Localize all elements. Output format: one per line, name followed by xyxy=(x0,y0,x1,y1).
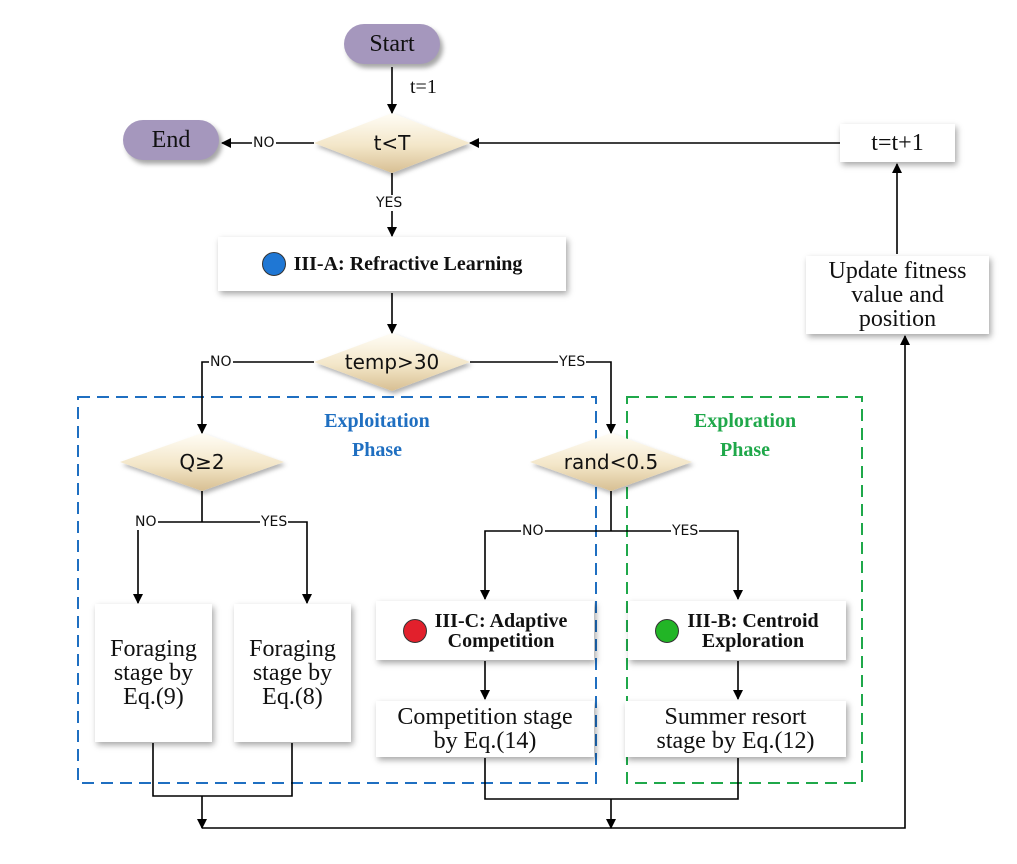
q-yes-label: YES xyxy=(260,514,289,530)
end-node: End xyxy=(123,120,219,160)
q-check-diamond xyxy=(120,433,284,491)
exploration-phase-border xyxy=(626,396,863,784)
exploration-phase-title: Exploration Phase xyxy=(693,410,797,461)
increment-label: t=t+1 xyxy=(871,130,924,156)
init-edge-label: t=1 xyxy=(410,76,437,98)
foraging-eq9-label: Foraging stage by Eq.(9) xyxy=(110,636,197,710)
loop-yes-label: YES xyxy=(375,195,404,211)
update-box: Update fitness value and position xyxy=(806,256,989,334)
exploitation-phase-border xyxy=(77,396,597,784)
summer-stage-label: Summer resort stage by Eq.(12) xyxy=(656,704,815,754)
rand-yes-label: YES xyxy=(671,523,700,539)
adaptive-competition-box: III-C: Adaptive Competition xyxy=(376,601,594,660)
foraging-eq9-box: Foraging stage by Eq.(9) xyxy=(95,604,212,742)
loop-no-label: NO xyxy=(252,135,276,151)
loop-check-diamond xyxy=(314,113,470,173)
increment-box: t=t+1 xyxy=(840,124,955,162)
temp-check-diamond xyxy=(314,333,470,391)
temp-yes-label: YES xyxy=(558,354,587,370)
adaptive-competition-label: III-C: Adaptive Competition xyxy=(434,609,568,652)
foraging-eq8-label: Foraging stage by Eq.(8) xyxy=(249,636,336,710)
refractive-learning-box: III-A: Refractive Learning xyxy=(218,237,566,291)
foraging-eq8-box: Foraging stage by Eq.(8) xyxy=(234,604,351,742)
rand-check-diamond xyxy=(530,433,692,491)
refractive-learning-label: III-A: Refractive Learning xyxy=(293,253,523,275)
red-circle-icon xyxy=(402,618,427,643)
blue-circle-icon xyxy=(261,252,286,276)
competition-stage-label: Competition stage by Eq.(14) xyxy=(397,704,573,754)
exploitation-phase-title: Exploitation Phase xyxy=(324,410,430,461)
update-label: Update fitness value and position xyxy=(828,258,967,332)
centroid-exploration-label: III-B: Centroid Exploration xyxy=(687,609,819,652)
green-circle-icon xyxy=(655,618,680,643)
rand-no-label: NO xyxy=(521,523,545,539)
q-no-label: NO xyxy=(134,514,158,530)
summer-stage-box: Summer resort stage by Eq.(12) xyxy=(625,701,846,757)
temp-no-label: NO xyxy=(209,354,233,370)
centroid-exploration-box: III-B: Centroid Exploration xyxy=(628,601,846,660)
competition-stage-box: Competition stage by Eq.(14) xyxy=(376,701,594,757)
start-node: Start xyxy=(344,24,440,64)
